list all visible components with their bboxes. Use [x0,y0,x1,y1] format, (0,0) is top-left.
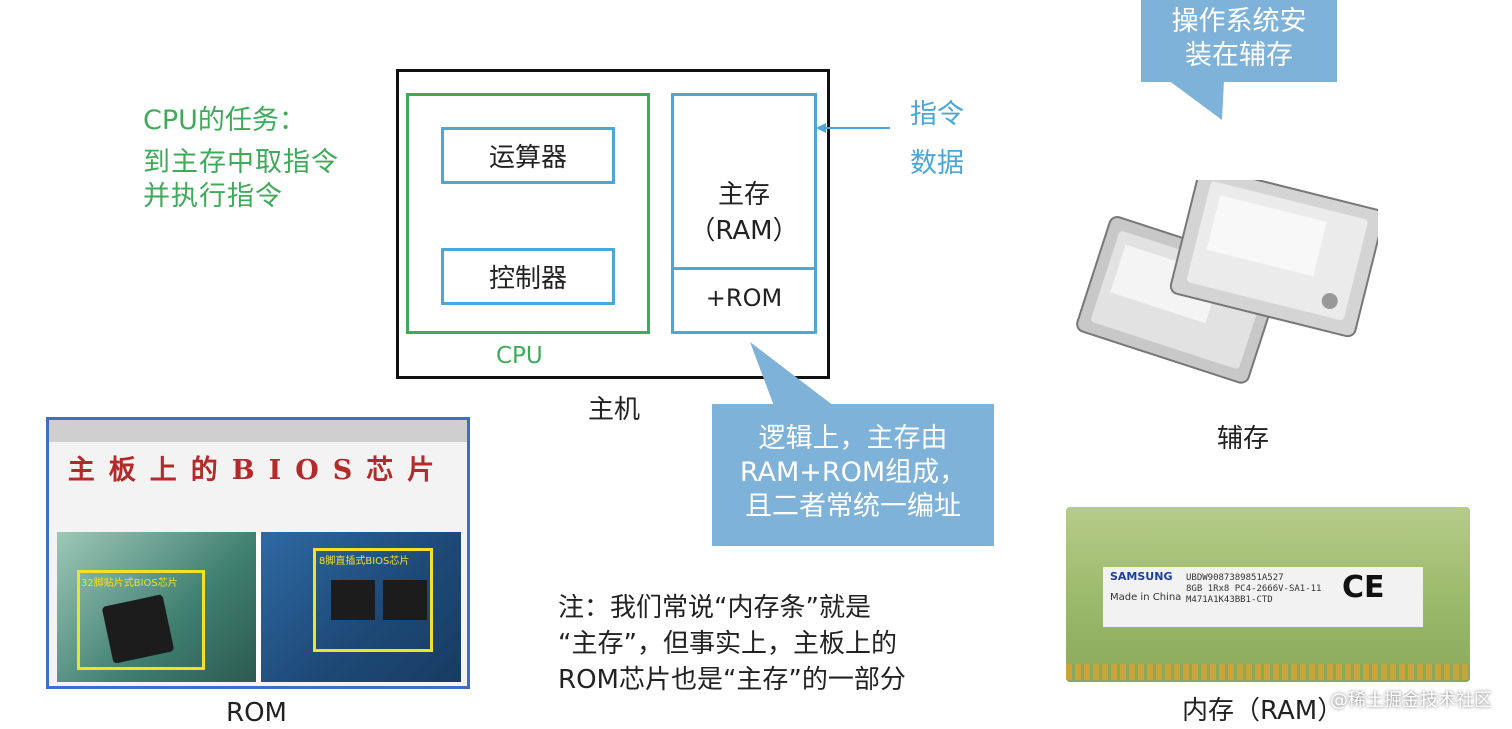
ram-sticker [1103,567,1423,627]
secondary-storage-label: 辅存 [1217,424,1270,454]
host-box [396,69,830,379]
os-callout-line-1: 操作系统安 [1171,6,1307,37]
rom-image-title: 主板上的BIOS芯片 [67,455,449,486]
ram-gold-pins [1066,664,1470,680]
chip-caption-1: 32脚贴片式BIOS芯片 [81,578,178,589]
alu-box: 运算器 [441,127,615,184]
data-label: 数据 [910,148,964,179]
main-memory-label: 主存 （RAM） [671,177,817,249]
ram-made-in: Made in China [1110,592,1182,603]
os-callout: 操作系统安 装在辅存 [1141,0,1337,82]
bios-chip-8pin-a [331,580,375,620]
chip-highlight-box-2 [313,548,433,652]
watermark: @稀土掘金技术社区 [1330,690,1492,711]
note-line-3: ROM芯片也是“主存”的一部分 [558,665,906,695]
rom-label: ROM [226,698,287,728]
ce-mark: CE [1342,570,1385,605]
ram-code-1: UBDW9087389851A527 [1186,573,1284,583]
cpu-box [406,93,650,334]
ram-label: 内存（RAM） [1182,696,1344,726]
os-callout-line-2: 装在辅存 [1185,40,1293,71]
hard-disk-image [1076,180,1378,384]
main-memory-label-line-1: 主存 [717,180,770,210]
logic-callout-line-1: 逻辑上，主存由 [758,423,948,454]
instruction-label: 指令 [910,99,964,130]
input-arrow [816,123,890,133]
os-callout-tail [1168,80,1224,120]
host-label: 主机 [588,395,641,425]
cpu-task-line-1: 到主存中取指令 [143,147,339,178]
bios-chip-8pin-b [383,580,427,620]
main-memory-divider [671,267,817,270]
logic-callout-line-2: RAM+ROM组成， [739,457,967,488]
rom-image-topbar [49,420,467,442]
rom-bios-image: 主板上的BIOS芯片 32脚贴片式BIOS芯片 8脚直插式BIOS芯片 [46,417,470,689]
rom-photo-separator [256,532,261,682]
cpu-task-title: CPU的任务： [143,105,306,136]
note-line-1: 注：我们常说“内存条”就是 [558,593,871,623]
ram-code-2: 8GB 1Rx8 PC4-2666V-SA1-11 [1186,584,1322,594]
main-memory-box [671,93,817,334]
cpu-label: CPU [496,343,543,369]
logic-callout: 逻辑上，主存由 RAM+ROM组成， 且二者常统一编址 [712,404,994,546]
rom-part-label: +ROM [705,284,783,312]
note-line-2: “主存”，但事实上，主板上的 [558,629,897,659]
controller-box: 控制器 [441,248,615,305]
logic-callout-line-3: 且二者常统一编址 [745,491,961,522]
ram-brand: SAMSUNG [1110,570,1173,583]
chip-highlight-box-1 [77,570,205,670]
ram-code-3: M471A1K43BB1-CTD [1186,595,1273,605]
cpu-task-line-2: 并执行指令 [143,181,283,212]
main-memory-label-line-2: （RAM） [689,216,799,246]
logic-callout-tail [750,342,834,406]
note-text: 注：我们常说“内存条”就是 “主存”，但事实上，主板上的 ROM芯片也是“主存”… [558,590,998,698]
chip-caption-2: 8脚直插式BIOS芯片 [319,556,410,567]
cpu-task-description: 到主存中取指令 并执行指令 [143,146,339,214]
